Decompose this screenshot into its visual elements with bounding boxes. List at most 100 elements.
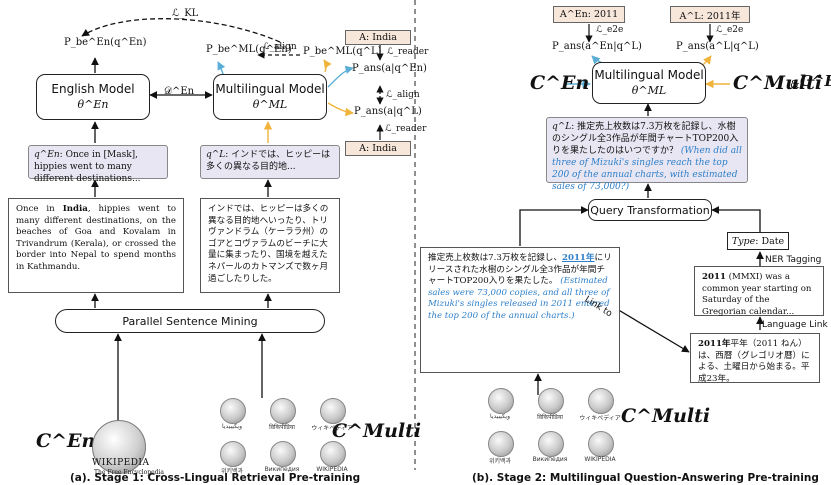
- wikipedia-globe-icon: [270, 398, 296, 424]
- ner-tagging-label: NER Tagging: [765, 255, 822, 265]
- english-model-param: θ^En: [77, 98, 109, 111]
- parallel-mining-label: Parallel Sentence Mining: [122, 314, 258, 328]
- query-l-label: q^L: [206, 150, 226, 160]
- query-s2-label: q^L: [552, 122, 572, 132]
- query-transformation-box: Query Transformation: [588, 199, 712, 221]
- en-year-bold: 2011: [702, 272, 726, 282]
- query-s2-translation: (When did all three of Mizuki's singles …: [552, 146, 742, 192]
- pans-bottom-label: P_ans(a|q^L): [354, 106, 422, 117]
- loss-e2e-2: ℒ_e2e: [716, 25, 744, 35]
- passage-s2-post: にリリースされた水樹のシングル全3作品が年間チャートTOP200入りを果たした。: [428, 253, 612, 287]
- wiki-language-label: विकिपीडिया: [269, 424, 295, 431]
- passage-s2-link[interactable]: 2011年: [561, 253, 595, 263]
- amp-symbol: &: [790, 78, 800, 91]
- passage-en-post: , hippies went to many different destina…: [16, 204, 177, 272]
- wikipedia-globe-icon: [588, 431, 614, 457]
- passage-ja-text: インドでは、ヒッピーは多くの異なる目的地へいったり、トリヴァンドラム（ケーララ州…: [208, 204, 329, 284]
- ml-model-title: Multilingual Model: [215, 82, 325, 96]
- wikipedia-globe-icon: [220, 398, 246, 424]
- english-model-box: English Model θ^En: [36, 74, 150, 120]
- ja-year-scroll: 2011年平年（2011 ねん）は、西暦（グレゴリオ暦）による、土曜日から始まる…: [690, 333, 820, 384]
- wikipedia-globe-icon: [588, 388, 614, 414]
- query-en-text: : Once in [Mask], hippies went to many d…: [34, 150, 141, 184]
- wikipedia-globe-icon: [270, 441, 296, 467]
- wiki-language-label: 위키백과: [220, 468, 244, 475]
- wiki-language-label: ويكيبيديا: [222, 423, 242, 430]
- wikipedia-globe-icon: [488, 431, 514, 457]
- answer-bottom-text: A: India: [359, 143, 397, 154]
- ml-to-pans-blue-arrow: [327, 65, 354, 88]
- ml-model-param-s2: θ^ML: [631, 84, 667, 97]
- wiki-language-label: ウィキペディア: [579, 415, 621, 422]
- loss-align-top: ℒ_align: [263, 42, 297, 52]
- caption-stage2: (b). Stage 2: Multilingual Question-Answ…: [472, 472, 819, 484]
- wiki-name: WIKIPEDIA: [92, 458, 150, 468]
- ja-year-text: 平年（2011 ねん）は、西暦（グレゴリオ暦）による、土曜日から始まる。平成23…: [698, 339, 810, 384]
- answer-top-text: A: India: [359, 32, 397, 43]
- caption-stage1: (a). Stage 1: Cross-Lingual Retrieval Pr…: [70, 472, 361, 484]
- passage-ja-scroll: インドでは、ヒッピーは多くの異なる目的地へいったり、トリヴァンドラム（ケーララ州…: [200, 198, 340, 293]
- wikipedia-globe-large: [92, 420, 146, 474]
- loss-reader-top: ℒ_reader: [387, 47, 429, 57]
- loss-e2e-1: ℒ_e2e: [596, 25, 624, 35]
- passage-en-scroll: Once in India, hippies went to many diff…: [8, 198, 184, 293]
- wikipedia-globe-icon: [538, 388, 564, 414]
- en-year-scroll: 2011 (MMXI) was a common year starting o…: [694, 266, 824, 317]
- corpus-en-right: C^En: [800, 72, 831, 90]
- loss-align-mid: ℒ_align: [386, 90, 420, 100]
- answer-l-box: A^L: 2011年: [670, 6, 750, 23]
- wiki-language-label: WIKIPEDIA: [316, 466, 348, 473]
- query-s2-text: : 推定売上枚数は7.3万枚を記録し、水樹のシングル全3作品が年間チャートTOP…: [552, 122, 739, 156]
- kl-arrow: [81, 18, 281, 43]
- ml-to-pans-orange-arrow: [327, 102, 354, 117]
- wiki-language-label: WIKIPEDIA: [584, 456, 616, 463]
- passage-en-bold: India: [62, 204, 88, 214]
- passage-s2-scroll: 推定売上枚数は7.3万枚を記録し、2011年にリリースされた水樹のシングル全3作…: [420, 247, 620, 373]
- en-year-text: (MMXI) was a common year starting on Sat…: [702, 272, 812, 317]
- wiki-language-label: ウィキペディア: [311, 425, 353, 432]
- answer-bottom-box: A: India: [345, 141, 411, 156]
- ml-model-box-stage2: Multilingual Model θ^ML: [592, 62, 706, 104]
- wiki-language-label: Википедия: [264, 466, 300, 473]
- loss-reader-bottom: ℒ_reader: [385, 124, 427, 134]
- ml-model-param: θ^ML: [252, 98, 288, 111]
- parallel-mining-box: Parallel Sentence Mining: [55, 309, 325, 333]
- ja-year-bold: 2011年: [698, 339, 731, 349]
- type-value: : Date: [755, 235, 785, 247]
- type-label: Type: [731, 235, 756, 247]
- corpus-multi-s2: C^Multi: [621, 405, 711, 427]
- wiki-language-label: ويكيبيديا: [490, 413, 510, 420]
- type-to-qt-arrow: [711, 206, 761, 232]
- pans-en-label: P_ans(a^En|q^L): [552, 41, 642, 52]
- query-en-label: q^En: [34, 150, 60, 160]
- answer-l-text: A^L: 2011年: [679, 10, 741, 22]
- passage-to-qt-arrow: [519, 206, 589, 246]
- ml-to-pbe-orange-arrow: [323, 59, 332, 73]
- corpus-en-s2: C^En: [530, 72, 590, 94]
- wiki-language-label: विकिपीडिया: [537, 414, 563, 421]
- passage-s2-pre: 推定売上枚数は7.3万枚を記録し、: [428, 253, 562, 263]
- answer-en-text: A^En: 2011: [559, 9, 619, 20]
- wikipedia-globe-icon: [320, 398, 346, 424]
- language-link-label: Language Link: [762, 320, 828, 330]
- loss-kl: ℒ_KL: [172, 8, 199, 19]
- corpus-multi-s1: C^Multi: [332, 420, 422, 442]
- passage-s2-translation: (Estimated sales were 73,000 copies, and…: [428, 276, 610, 321]
- wiki-language-label: Википедия: [532, 456, 568, 463]
- query-en-box: q^En: Once in [Mask], hippies went to ma…: [28, 145, 168, 184]
- ml-model-title-s2: Multilingual Model: [594, 68, 704, 82]
- query-l-text: : インドでは、ヒッピーは多くの異なる目的地...: [206, 150, 331, 172]
- query-s2-box: q^L: 推定売上枚数は7.3万枚を記録し、水樹のシングル全3作品が年間チャート…: [546, 117, 748, 192]
- answer-top-box: A: India: [345, 30, 411, 45]
- passage-en-pre: Once in: [16, 204, 63, 214]
- query-l-box: q^L: インドでは、ヒッピーは多くの異なる目的地...: [200, 145, 340, 179]
- wikipedia-globe-icon: [488, 388, 514, 414]
- wikipedia-globe-icon: [220, 441, 246, 467]
- ml-model-box-stage1: Multilingual Model θ^ML: [213, 74, 327, 120]
- query-transformation-label: Query Transformation: [590, 203, 710, 217]
- pans-l-label: P_ans(a^L|q^L): [676, 41, 759, 52]
- wikipedia-globe-icon: [538, 431, 564, 457]
- wiki-language-label: 위키백과: [488, 458, 512, 465]
